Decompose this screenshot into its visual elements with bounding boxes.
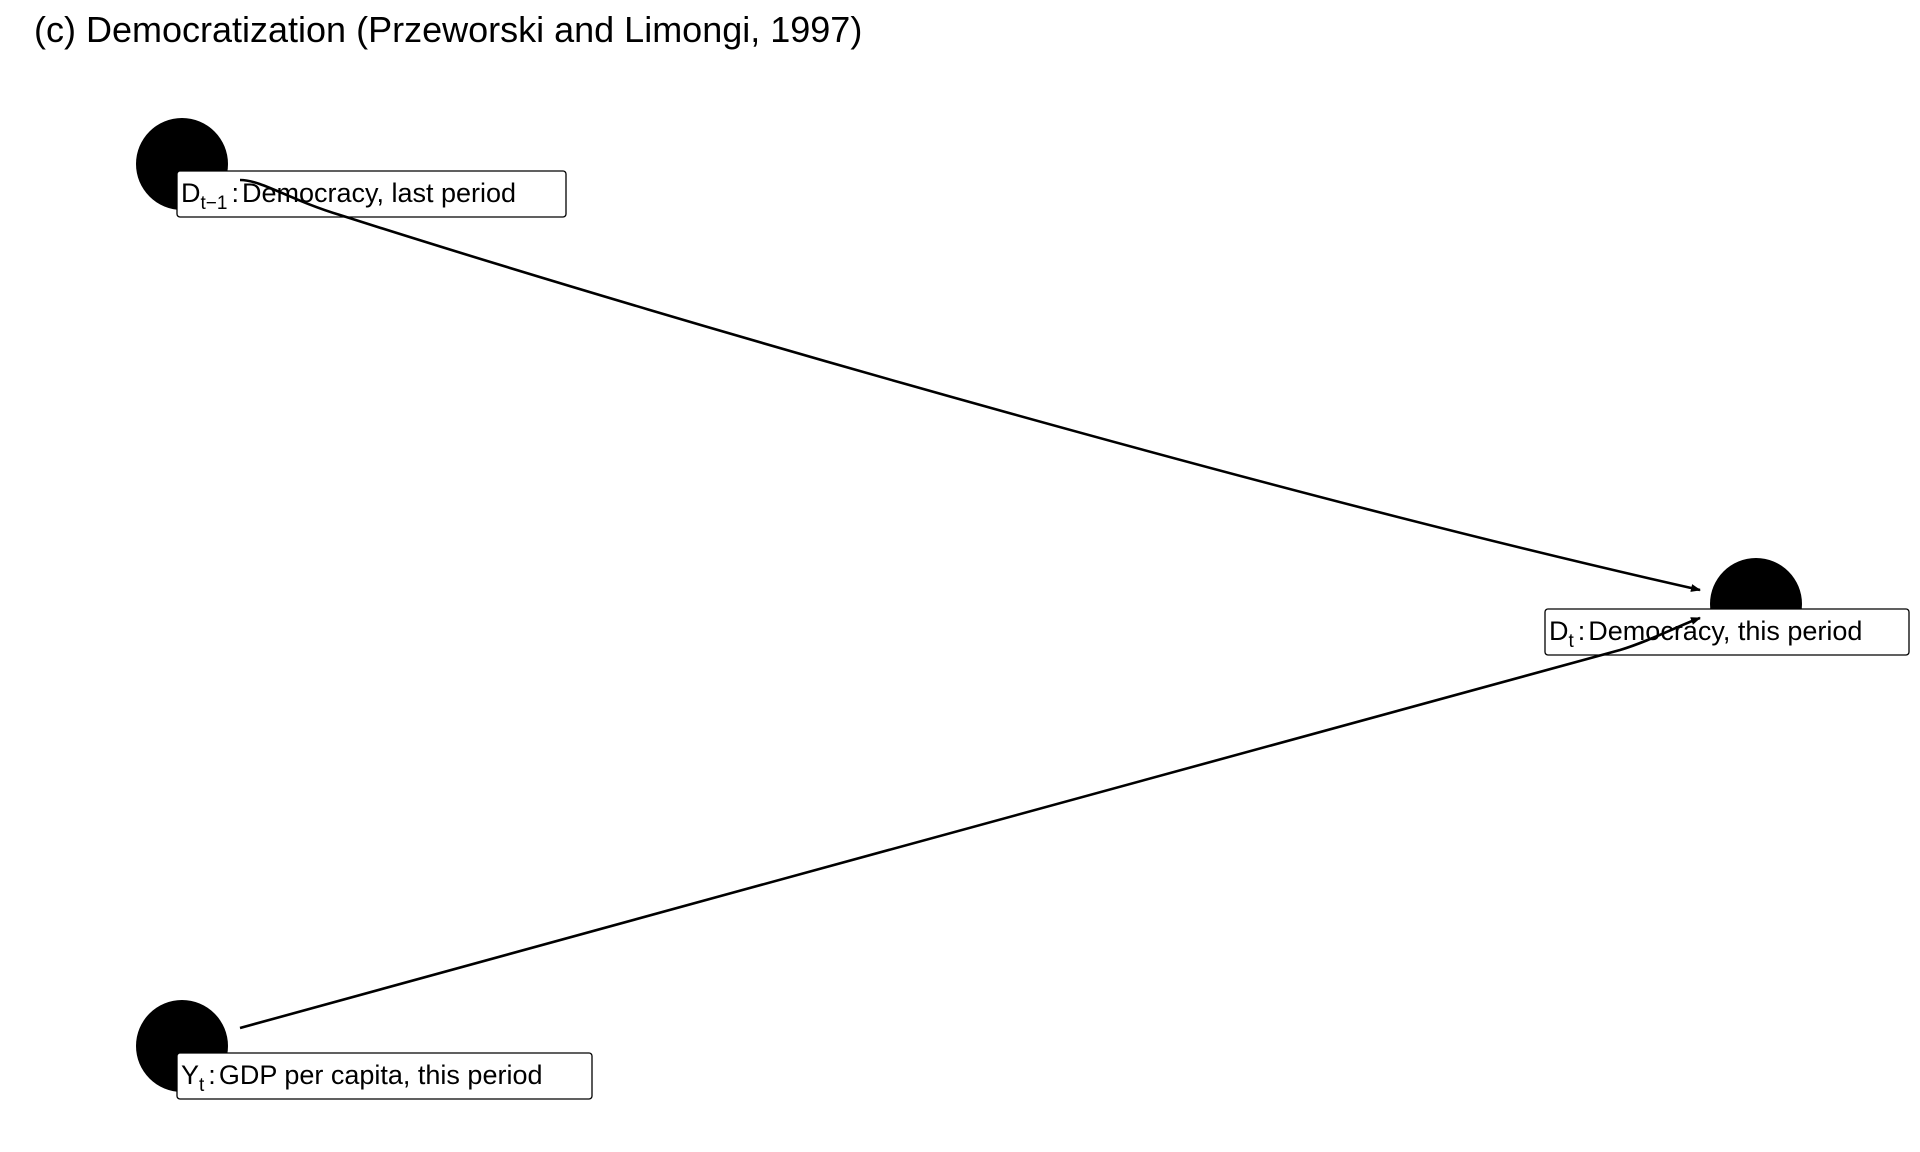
node-y-t-subscript: t <box>199 1075 205 1096</box>
edge-d-lag-to-d-t <box>239 178 1701 592</box>
node-y-t-separator: : <box>208 1060 216 1090</box>
node-d-lag-text: Democracy, last period <box>242 178 516 208</box>
node-y-t-label-box <box>176 1052 593 1100</box>
edge-y-t-to-d-t <box>239 616 1701 1030</box>
node-d-lag-separator: : <box>231 178 239 208</box>
diagram-title: (c) Democratization (Przeworski and Limo… <box>34 9 862 50</box>
node-d-t-symbol: D <box>1549 616 1569 646</box>
node-d-t-text: Democracy, this period <box>1588 616 1862 646</box>
node-d-t-subscript: t <box>1569 631 1575 652</box>
node-d-lag-label: Dt−1:Democracy, last period <box>181 178 516 214</box>
node-y-t-symbol: Y <box>181 1060 199 1090</box>
node-d-lag-label-box <box>176 170 567 218</box>
node-d-t-separator: : <box>1578 616 1586 646</box>
node-d-lag-symbol: D <box>181 178 201 208</box>
node-d-lag-subscript: t−1 <box>201 193 228 214</box>
node-y-t-label: Yt:GDP per capita, this period <box>181 1060 542 1096</box>
node-d-t-label: Dt:Democracy, this period <box>1549 616 1862 652</box>
node-y-t-text: GDP per capita, this period <box>219 1060 543 1090</box>
